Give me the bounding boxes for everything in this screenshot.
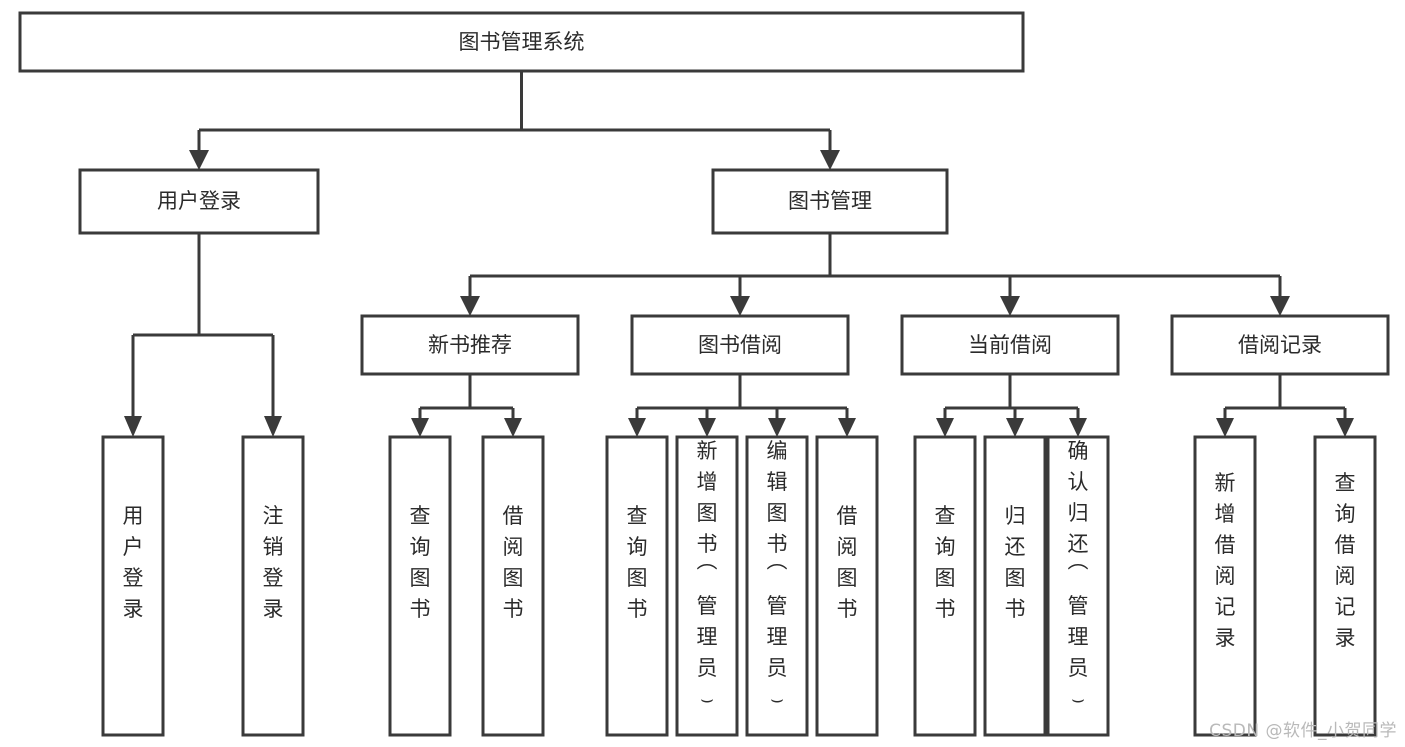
node-box <box>815 435 879 737</box>
node-label: 查询图书 <box>410 504 431 621</box>
node-box <box>241 435 305 737</box>
leaf-node-confirm-return-admin[interactable]: 确认归还⌒管理员⌣ <box>1046 435 1110 737</box>
node-label: 用户登录 <box>123 504 144 621</box>
leaf-node-add-book-admin[interactable]: 新增图书⌒管理员⌣ <box>675 435 739 737</box>
node-box <box>78 168 320 235</box>
arrowhead-leaf-confirm-return <box>1069 418 1087 437</box>
node-user-login[interactable]: 用户登录 <box>78 168 320 235</box>
arrowhead-leaf-query-book-1 <box>411 418 429 437</box>
csdn-watermark: CSDN @软件_小贺同学 <box>1209 721 1397 741</box>
arrowhead-leaf-query-record <box>1336 418 1354 437</box>
node-label: 查询图书 <box>627 504 648 621</box>
node-label: 新书推荐 <box>428 333 512 357</box>
node-book-management[interactable]: 图书管理 <box>711 168 949 235</box>
arrowhead-userlogin <box>189 150 209 170</box>
connector-group-borrowrecord <box>1216 374 1354 437</box>
arrowhead-leaf-borrow-book-1 <box>504 418 522 437</box>
node-box <box>1046 435 1110 737</box>
arrowhead-leaf-logout <box>264 416 282 437</box>
node-label: 当前借阅 <box>968 333 1052 357</box>
arrowhead-leaf-query-book-3 <box>936 418 954 437</box>
node-box <box>1313 435 1377 737</box>
node-box <box>913 435 977 737</box>
leaf-node-borrow-book-new[interactable]: 借阅图书 <box>481 435 545 737</box>
leaf-node-return-book[interactable]: 归还图书 <box>983 435 1047 737</box>
connector-group-currentborrow <box>936 374 1087 437</box>
arrowhead-leaf-add-book <box>698 418 716 437</box>
node-box <box>1170 314 1390 376</box>
leaf-node-query-borrow-record[interactable]: 查询借阅记录 <box>1313 435 1377 737</box>
node-label: 归还图书 <box>1005 504 1026 621</box>
arrowhead-newbook <box>460 296 480 316</box>
leaf-node-logout[interactable]: 注销登录 <box>241 435 305 737</box>
leaf-node-user-login[interactable]: 用户登录 <box>101 435 165 737</box>
arrowhead-leaf-add-record <box>1216 418 1234 437</box>
node-label: 图书管理系统 <box>459 30 585 54</box>
connector-group-newbook <box>411 374 522 437</box>
node-new-book-recommendation[interactable]: 新书推荐 <box>360 314 580 376</box>
node-box <box>18 11 1025 73</box>
node-label: 查询图书 <box>935 504 956 621</box>
node-label: 注销登录 <box>263 504 284 621</box>
node-box <box>675 435 739 737</box>
node-label: 借阅图书 <box>503 504 524 621</box>
arrowhead-leaf-borrow-book-2 <box>838 418 856 437</box>
node-box <box>605 435 669 737</box>
node-label: 借阅图书 <box>837 504 858 621</box>
node-box <box>630 314 850 376</box>
arrowhead-bookmanage <box>820 150 840 170</box>
arrowhead-leaf-userlogin <box>124 416 142 437</box>
arrowhead-leaf-return-book <box>1006 418 1024 437</box>
connector-group-bookmanage <box>460 233 1290 316</box>
node-box <box>983 435 1047 737</box>
arrowhead-borrowrecord <box>1270 296 1290 316</box>
connector-group-userlogin <box>124 233 282 437</box>
node-label: 查询借阅记录 <box>1335 471 1356 650</box>
node-label: 确认归还⌒管理员⌣ <box>1068 439 1089 711</box>
node-label: 借阅记录 <box>1238 333 1322 357</box>
leaf-node-query-book-current[interactable]: 查询图书 <box>913 435 977 737</box>
node-box <box>360 314 580 376</box>
leaf-node-query-book-new[interactable]: 查询图书 <box>388 435 452 737</box>
node-label: 图书借阅 <box>698 333 782 357</box>
connector-group-bookborrow <box>628 374 856 437</box>
node-label: 新增借阅记录 <box>1215 471 1236 650</box>
leaf-node-borrow-book-borrow[interactable]: 借阅图书 <box>815 435 879 737</box>
node-box <box>745 435 809 737</box>
node-current-borrowing[interactable]: 当前借阅 <box>900 314 1120 376</box>
node-box <box>101 435 165 737</box>
node-label: 用户登录 <box>157 189 241 213</box>
node-box <box>388 435 452 737</box>
connector-group-root <box>189 71 840 170</box>
node-box <box>900 314 1120 376</box>
node-box <box>711 168 949 235</box>
node-box <box>1193 435 1257 737</box>
leaf-node-add-borrow-record[interactable]: 新增借阅记录 <box>1193 435 1257 737</box>
node-box <box>481 435 545 737</box>
node-book-management-system[interactable]: 图书管理系统 <box>18 11 1025 73</box>
node-borrowing-record[interactable]: 借阅记录 <box>1170 314 1390 376</box>
node-label: 新增图书⌒管理员⌣ <box>697 439 718 711</box>
leaf-node-query-book-borrow[interactable]: 查询图书 <box>605 435 669 737</box>
leaf-node-edit-book-admin[interactable]: 编辑图书⌒管理员⌣ <box>745 435 809 737</box>
arrowhead-currentborrow <box>1000 296 1020 316</box>
arrowhead-leaf-query-book-2 <box>628 418 646 437</box>
node-label: 编辑图书⌒管理员⌣ <box>767 439 788 711</box>
node-book-borrowing[interactable]: 图书借阅 <box>630 314 850 376</box>
arrowhead-leaf-edit-book <box>768 418 786 437</box>
node-label: 图书管理 <box>788 189 872 213</box>
arrowhead-bookborrow <box>730 296 750 316</box>
